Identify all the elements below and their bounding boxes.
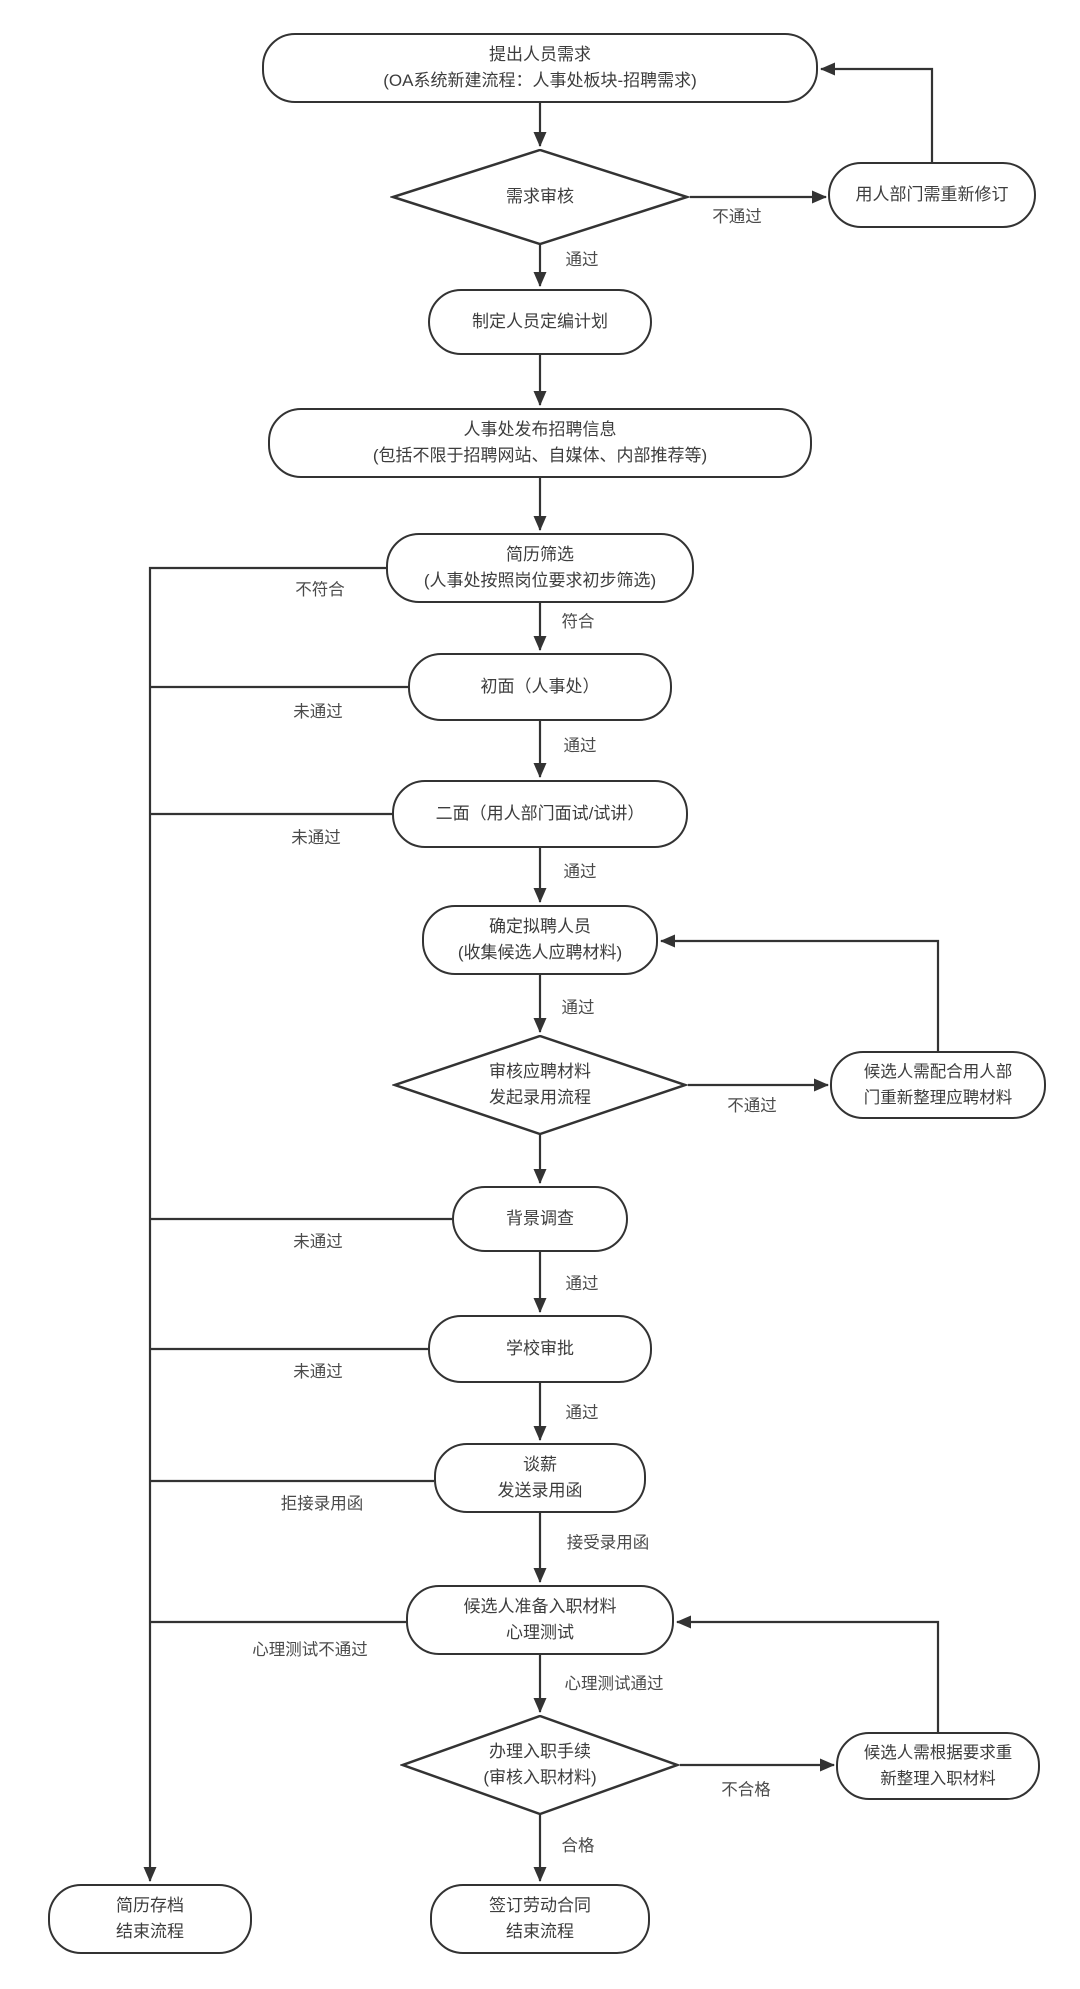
node-prepare-onboarding-line2: 心理测试 xyxy=(506,1623,574,1642)
node-revise-onboarding-line2: 新整理入职材料 xyxy=(880,1770,996,1788)
node-start-line2: (OA系统新建流程：人事处板块-招聘需求) xyxy=(383,71,697,90)
edge-label-not-match: 不符合 xyxy=(295,581,345,599)
node-sign-contract-line1: 签订劳动合同 xyxy=(489,1896,591,1915)
node-confirm-candidate: 确定拟聘人员 (收集候选人应聘材料) xyxy=(422,905,658,975)
node-prepare-onboarding-line1: 候选人准备入职材料 xyxy=(463,1597,617,1616)
node-prepare-onboarding: 候选人准备入职材料 心理测试 xyxy=(406,1585,674,1655)
edge-label-psych-pass: 心理测试通过 xyxy=(564,1675,664,1693)
node-first-interview-line1: 初面（人事处） xyxy=(480,677,600,696)
node-staffing-plan-line1: 制定人员定编计划 xyxy=(472,312,608,331)
node-resume-screening-line2: (人事处按照岗位要求初步筛选) xyxy=(423,571,657,590)
node-revise-demand: 用人部门需重新修订 xyxy=(828,162,1036,228)
node-salary-offer-line2: 发送录用函 xyxy=(497,1481,583,1500)
node-second-interview-line1: 二面（用人部门面试/试讲） xyxy=(435,804,645,823)
node-confirm-candidate-line2: (收集候选人应聘材料) xyxy=(457,943,623,962)
node-staffing-plan: 制定人员定编计划 xyxy=(428,289,652,355)
node-salary-offer: 谈薪 发送录用函 xyxy=(434,1443,646,1513)
node-review-materials-line1: 审核应聘材料 xyxy=(489,1062,591,1081)
node-resume-screening-line1: 简历筛选 xyxy=(506,545,574,564)
node-archive-end-line1: 简历存档 xyxy=(116,1896,184,1915)
edge-label-fail-demand: 不通过 xyxy=(712,208,762,226)
node-demand-review-line1: 需求审核 xyxy=(506,187,574,206)
node-salary-offer-line1: 谈薪 xyxy=(523,1455,557,1474)
edge-label-notpass-bg: 未通过 xyxy=(293,1233,343,1251)
node-revise-onboarding-line1: 候选人需根据要求重 xyxy=(863,1744,1013,1762)
edge-label-unqualified: 不合格 xyxy=(721,1781,771,1799)
node-second-interview: 二面（用人部门面试/试讲） xyxy=(392,780,688,848)
edge-label-pass-confirm: 通过 xyxy=(561,999,595,1017)
edge-label-psych-fail: 心理测试不通过 xyxy=(252,1641,368,1659)
node-background-check-line1: 背景调查 xyxy=(506,1209,574,1228)
node-revise-materials-line2: 门重新整理应聘材料 xyxy=(863,1089,1013,1107)
node-onboarding-review-line2: (审核入职材料) xyxy=(483,1768,597,1787)
node-review-materials-line2: 发起录用流程 xyxy=(489,1088,591,1107)
node-onboarding-review-line1: 办理入职手续 xyxy=(488,1742,591,1761)
node-start-line1: 提出人员需求 xyxy=(489,45,591,64)
node-confirm-candidate-line1: 确定拟聘人员 xyxy=(489,917,591,936)
node-school-approval-line1: 学校审批 xyxy=(506,1339,574,1358)
node-sign-contract-line2: 结束流程 xyxy=(506,1922,574,1941)
diamond-shape xyxy=(392,1035,688,1135)
node-school-approval: 学校审批 xyxy=(428,1315,652,1383)
edge-reject-rail xyxy=(143,566,386,1882)
edge-label-pass-second: 通过 xyxy=(563,863,597,881)
node-revise-onboarding: 候选人需根据要求重 新整理入职材料 xyxy=(836,1732,1040,1800)
node-start: 提出人员需求 (OA系统新建流程：人事处板块-招聘需求) xyxy=(262,33,818,103)
edge-revise-materials-loop xyxy=(660,934,940,1051)
node-revise-materials-line1: 候选人需配合用人部 xyxy=(863,1063,1013,1081)
edge-label-pass-school: 通过 xyxy=(565,1404,599,1422)
edge-label-pass-bg: 通过 xyxy=(565,1275,599,1293)
edge-label-accept-offer: 接受录用函 xyxy=(566,1534,650,1552)
node-demand-review-diamond: 需求审核 xyxy=(390,149,690,245)
edge-label-match: 符合 xyxy=(561,613,595,631)
node-publish-info: 人事处发布招聘信息 (包括不限于招聘网站、自媒体、内部推荐等) xyxy=(268,408,812,478)
node-first-interview: 初面（人事处） xyxy=(408,653,672,721)
edge-label-notpass-school: 未通过 xyxy=(293,1363,343,1381)
node-revise-demand-line1: 用人部门需重新修订 xyxy=(855,185,1009,204)
node-archive-end: 简历存档 结束流程 xyxy=(48,1884,252,1954)
edge-revise-onboarding-loop xyxy=(676,1615,940,1732)
node-review-materials-diamond: 审核应聘材料 发起录用流程 xyxy=(392,1035,688,1135)
node-onboarding-review-diamond: 办理入职手续 (审核入职材料) xyxy=(400,1715,680,1815)
node-publish-info-line1: 人事处发布招聘信息 xyxy=(463,420,617,439)
edge-label-qualified: 合格 xyxy=(561,1837,595,1855)
node-publish-info-line2: (包括不限于招聘网站、自媒体、内部推荐等) xyxy=(372,446,708,465)
node-sign-contract: 签订劳动合同 结束流程 xyxy=(430,1884,650,1954)
edge-label-fail-materials: 不通过 xyxy=(727,1097,777,1115)
diamond-shape xyxy=(400,1715,680,1815)
node-revise-materials: 候选人需配合用人部 门重新整理应聘材料 xyxy=(830,1051,1046,1119)
diamond-shape xyxy=(390,149,690,245)
node-background-check: 背景调查 xyxy=(452,1186,628,1252)
edge-label-pass-demand: 通过 xyxy=(565,251,599,269)
node-archive-end-line2: 结束流程 xyxy=(116,1922,184,1941)
edge-label-pass-first: 通过 xyxy=(563,737,597,755)
edge-label-notpass-second: 未通过 xyxy=(291,829,341,847)
edge-label-reject-offer: 拒接录用函 xyxy=(280,1495,364,1513)
node-resume-screening: 简历筛选 (人事处按照岗位要求初步筛选) xyxy=(386,533,694,603)
edge-label-notpass-first: 未通过 xyxy=(293,703,343,721)
edge-revise-demand-loop xyxy=(820,62,934,162)
